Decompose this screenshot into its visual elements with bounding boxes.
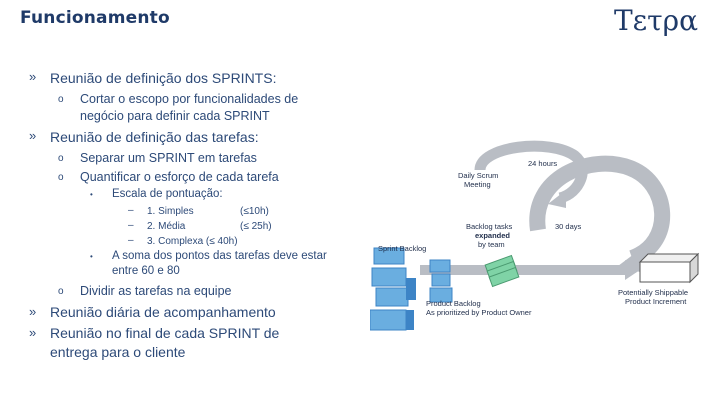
backlog-tasks-label-line3: by team — [478, 240, 505, 249]
level4-marker: – — [128, 235, 134, 246]
sprint-cycle-arrow — [529, 155, 671, 266]
scale-item-hours: (≤10h) — [240, 206, 269, 217]
daily-cycle-arrow — [474, 140, 588, 204]
flow-arrowhead — [625, 260, 640, 280]
bullet-daily-meeting: Reunião diária de acompanhamento — [50, 304, 276, 320]
sub-bullet-divide-team: Dividir as tarefas na equipe — [80, 284, 232, 298]
scale-item-label: 1. Simples — [147, 206, 194, 217]
expanded-tasks-stack — [484, 254, 520, 288]
increment-label-line1: Potentially Shippable — [618, 288, 688, 297]
sprint-backlog-stack — [429, 259, 453, 303]
scale-item-label: 3. Complexa (≤ 40h) — [147, 236, 238, 247]
bullet-sprint-review-line2: entrega para o cliente — [50, 344, 186, 360]
level4-marker: – — [128, 220, 134, 231]
bullet-marker: » — [29, 128, 37, 143]
backlog-tasks-label-line2: expanded — [475, 231, 510, 240]
bullet-task-definition: Reunião de definição das tarefas: — [50, 129, 259, 145]
bullet-sprint-definition: Reunião de definição dos SPRINTS: — [50, 70, 277, 86]
daily-cycle-arrowhead — [548, 190, 566, 208]
company-logo: Τετρα — [614, 4, 699, 37]
sub-bullet-quantify: Quantificar o esforço de cada tarefa — [80, 170, 279, 184]
product-backlog-stack — [370, 247, 416, 331]
sub-bullet-marker: o — [58, 172, 64, 183]
bullet-sprint-review-line1: Reunião no final de cada SPRINT de — [50, 325, 280, 341]
scrum-process-diagram: Daily Scrum Meeting 24 hours 30 days Bac… — [370, 140, 700, 331]
sum-points-line2: entre 60 e 80 — [112, 265, 180, 277]
daily-meeting-label-line2: Meeting — [464, 180, 491, 189]
bullet-marker: » — [29, 69, 37, 84]
bullet-marker: » — [29, 304, 37, 319]
sub-bullet-marker: o — [58, 94, 64, 105]
product-backlog-label-line1: Product Backlog — [426, 299, 481, 308]
scale-heading: Escala de pontuação: — [112, 188, 223, 200]
scale-item-label: 2. Média — [147, 221, 186, 232]
product-backlog-label-line2: As prioritized by Product Owner — [426, 308, 532, 317]
days-label: 30 days — [555, 222, 582, 231]
sub-bullet-marker: o — [58, 153, 64, 164]
sub-bullet-scope-line2: negócio para definir cada SPRINT — [80, 109, 270, 123]
sub-bullet-scope-line1: Cortar o escopo por funcionalidades de — [80, 92, 299, 106]
daily-meeting-label-line1: Daily Scrum — [458, 171, 498, 180]
scale-item-hours: (≤ 25h) — [240, 221, 272, 232]
increment-label-line2: Product Increment — [625, 297, 687, 306]
sum-points-line1: A soma dos pontos das tarefas deve estar — [112, 250, 327, 262]
sprint-backlog-label: Sprint Backlog — [378, 244, 426, 253]
level3-marker: • — [90, 252, 93, 261]
level3-marker: • — [90, 190, 93, 199]
backlog-tasks-label-line1: Backlog tasks — [466, 222, 513, 231]
sub-bullet-marker: o — [58, 286, 64, 297]
sub-bullet-split-sprint: Separar um SPRINT em tarefas — [80, 151, 257, 165]
product-increment-box — [638, 252, 700, 284]
hours-label: 24 hours — [528, 159, 557, 168]
bullet-marker: » — [29, 325, 37, 340]
level4-marker: – — [128, 205, 134, 216]
page-title: Funcionamento — [20, 8, 170, 28]
